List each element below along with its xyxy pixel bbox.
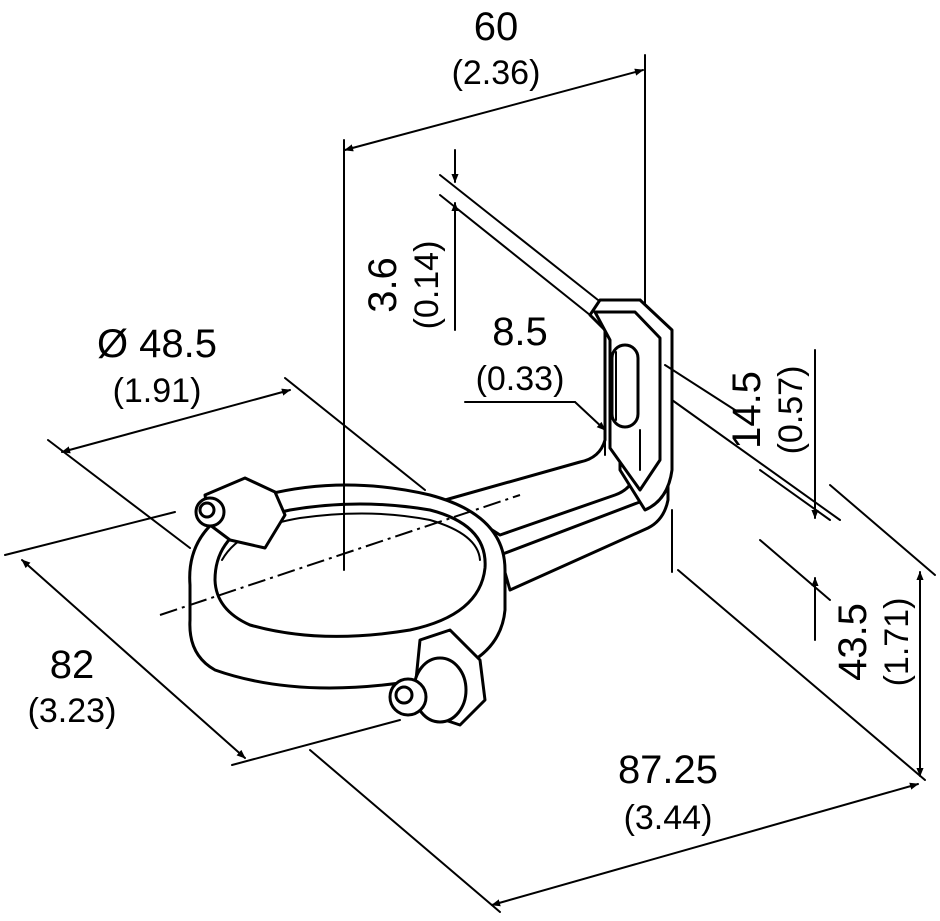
extension-lines [4, 54, 936, 913]
ext-145-top [664, 364, 736, 411]
dim-dia-line [61, 388, 291, 454]
dim-60-inch: (2.36) [452, 54, 541, 92]
dim-36-mm: 3.6 [361, 257, 405, 313]
dim-8725-mm: 87.25 [618, 748, 718, 792]
ext-145-low [759, 539, 831, 601]
dim-8725-line [491, 782, 919, 907]
dim-82-mm: 82 [50, 643, 95, 687]
dim-diameter-mm: Ø 48.5 [97, 322, 217, 366]
dimension-lines [21, 68, 924, 907]
dim-85-arrow [574, 401, 606, 431]
ext-435-top2 [829, 484, 936, 576]
ring-clamp-inner [213, 502, 487, 638]
tab-slot [610, 343, 640, 429]
ext-435-top [671, 399, 841, 521]
ext-145-bottom [759, 469, 831, 521]
dim-145-mm: 14.5 [725, 371, 769, 449]
dim-36-inch: (0.14) [408, 241, 446, 330]
clamp-lug-left [203, 476, 287, 550]
screw-socket-right [394, 685, 414, 705]
dim-60-line [344, 68, 644, 152]
dimension-labels: 60 (2.36) 3.6 (0.14) 8.5 (0.33) Ø 48.5 (… [28, 5, 916, 837]
dim-435-inch: (1.71) [878, 598, 916, 687]
dim-60-mm: 60 [474, 5, 519, 49]
dim-82-line [21, 559, 246, 759]
mounting-bracket [159, 298, 674, 727]
dim-8725-inch: (3.44) [624, 799, 713, 837]
ext-8725-right [677, 569, 926, 781]
dim-435-mm: 43.5 [831, 603, 875, 681]
ext-82-bottom [231, 719, 401, 766]
dim-145-inch: (0.57) [772, 366, 810, 455]
dim-82-inch: (3.23) [28, 692, 117, 730]
ext-36-bottom [439, 194, 591, 316]
screw-socket-left [198, 501, 216, 519]
ext-8725-left [309, 749, 501, 913]
ext-82-top [4, 511, 176, 556]
dim-85-inch: (0.33) [476, 360, 565, 398]
ext-dia-left [47, 439, 191, 549]
dim-diameter-inch: (1.91) [113, 372, 202, 410]
ext-dia-right [284, 377, 426, 491]
ext-36-top [439, 174, 599, 301]
dim-85-mm: 8.5 [492, 310, 548, 354]
